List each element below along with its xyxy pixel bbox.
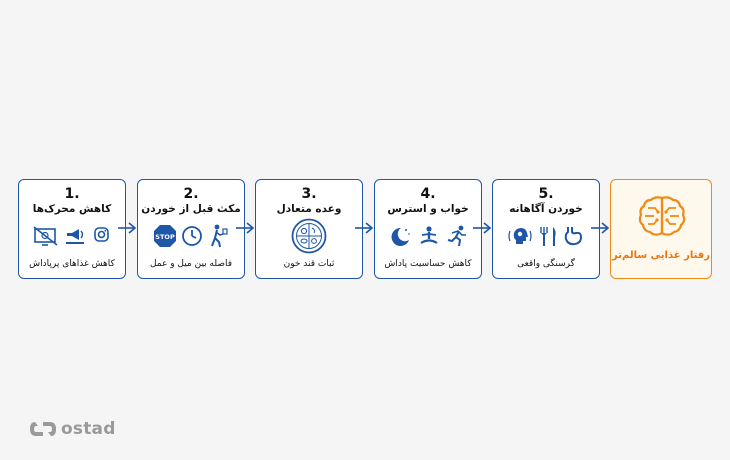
moon-stars-icon (388, 225, 412, 247)
logo-text: ostad (61, 419, 116, 439)
step-subtitle: کاهش غذاهای پرپاداش (29, 259, 115, 269)
arrow-right-icon (118, 222, 137, 234)
step-number: 4. (420, 186, 436, 202)
step-title: کاهش محرک‌ها (32, 203, 112, 215)
meditation-icon (418, 225, 440, 247)
step-title: وعده متعادل (276, 203, 342, 215)
step-title: خوردن آگاهانه (509, 203, 583, 215)
stop-sign-icon: STOP (153, 224, 177, 248)
step-number: 1. (64, 186, 80, 202)
step-2-card: 2. مکث قبل از خوردن STOP فاصل (137, 179, 245, 279)
step-number: 5. (538, 186, 554, 202)
step-4-card: 4. خواب و استرس کاه (374, 179, 482, 279)
step-subtitle: ثبات قند خون (283, 259, 335, 269)
megaphone-monitor-icon (63, 225, 89, 247)
step-subtitle: کاهش حساسیت پاداش (384, 259, 472, 269)
stomach-icon (562, 225, 584, 247)
walking-person-icon (207, 224, 229, 248)
arrow-right-icon (355, 222, 374, 234)
ostad-logo-icon (30, 422, 56, 436)
running-person-icon (446, 225, 468, 247)
clock-icon (181, 225, 203, 247)
step-3-card: 3. وعده متعادل ثبات قند خون (255, 179, 363, 279)
arrow-right-icon (591, 222, 610, 234)
step-number: 2. (183, 186, 199, 202)
arrow-right-icon (236, 222, 255, 234)
step-1-card: 1. کاهش محرک‌ها کاهش غذاهای (18, 179, 126, 279)
svg-text:STOP: STOP (155, 233, 175, 241)
step-5-card: 5. خوردن آگاهانه گرسنگی واقع (492, 179, 600, 279)
step-title: خواب و استرس (387, 203, 469, 215)
brain-icon (637, 194, 687, 242)
step-title: مکث قبل از خوردن (141, 203, 241, 215)
mindful-head-icon (508, 225, 534, 247)
result-title: رفتار غذایی سالم‌تر (612, 250, 710, 261)
balanced-plate-icon (291, 218, 327, 254)
instagram-icon (93, 225, 111, 247)
crossed-out-tv-icon (33, 225, 59, 247)
step-number: 3. (301, 186, 317, 202)
ostad-logo: ostad (29, 417, 116, 441)
arrow-right-icon (473, 222, 492, 234)
step-subtitle: فاصله بین میل و عمل (149, 259, 233, 269)
fork-knife-icon (537, 225, 559, 247)
step-subtitle: گرسنگی واقعی (517, 259, 575, 269)
result-card: رفتار غذایی سالم‌تر (610, 179, 712, 279)
